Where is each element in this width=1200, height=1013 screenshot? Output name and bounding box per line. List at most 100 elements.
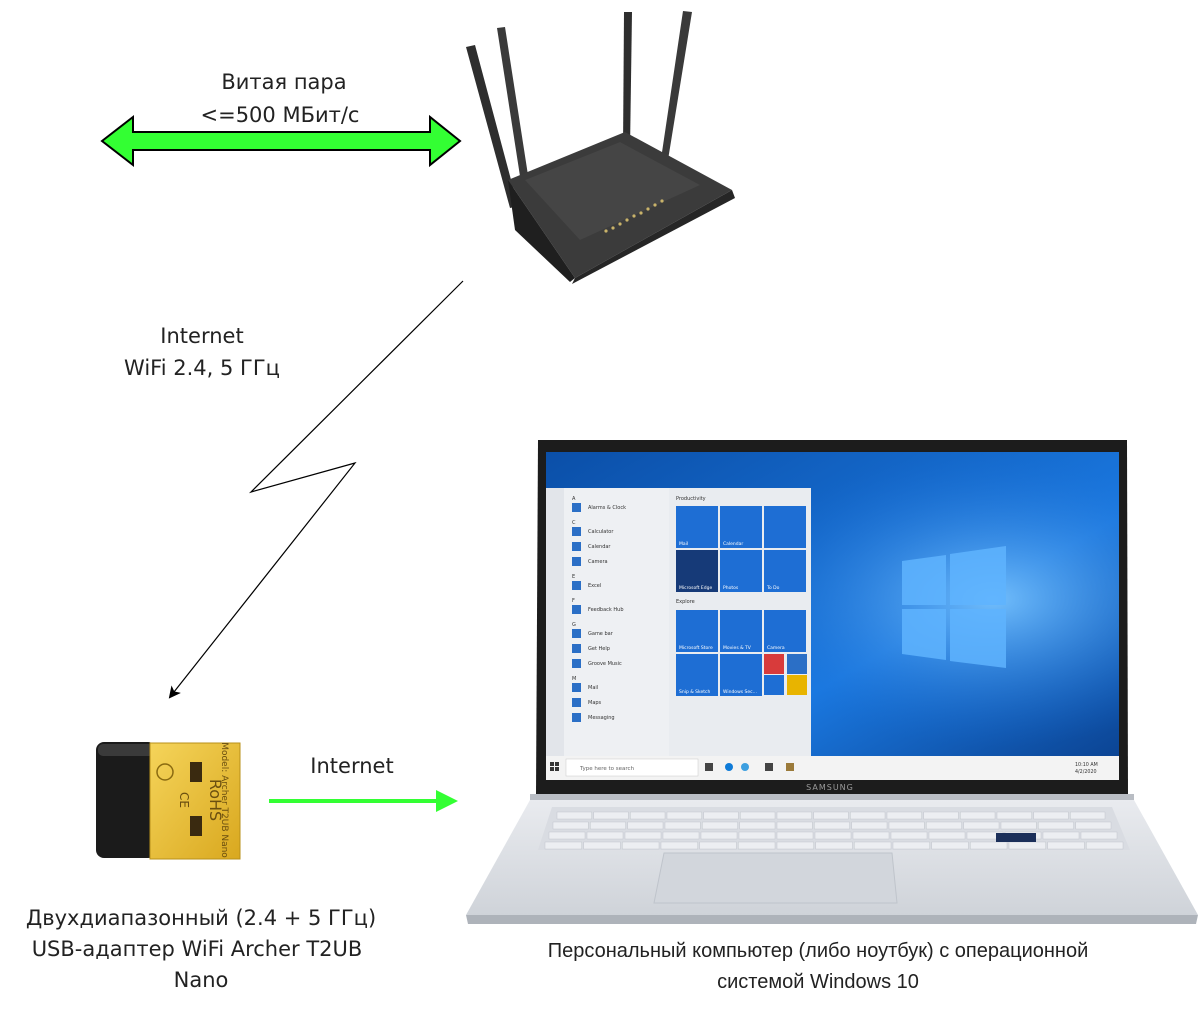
keyboard-key: [893, 842, 930, 849]
start-letter: F: [572, 598, 575, 604]
keyboard-key: [854, 842, 891, 849]
keyboard-key: [661, 842, 698, 849]
keyboard-key: [1038, 822, 1073, 829]
start-tile-label: Windows Sec...: [723, 689, 757, 695]
keyboard-key: [739, 832, 775, 839]
keyboard-key: [740, 812, 775, 819]
keyboard-key: [701, 832, 737, 839]
usb-link-label: Internet: [310, 754, 393, 778]
app-icon: [572, 557, 581, 566]
keyboard-key: [545, 842, 582, 849]
keyboard-key: [1001, 822, 1036, 829]
keyboard-key: [932, 842, 969, 849]
app-icon: [572, 683, 581, 692]
keyboard-key: [814, 822, 849, 829]
keyboard-key: [924, 812, 959, 819]
keyboard-key: [1043, 832, 1079, 839]
start-tile-small: [764, 506, 806, 548]
app-icon: [572, 605, 581, 614]
taskbar-search-placeholder: Type here to search: [579, 766, 635, 772]
keyboard-key: [587, 832, 623, 839]
laptop-brand: SAMSUNG: [806, 783, 854, 792]
start-app-item: Excel: [588, 583, 601, 589]
keyboard-key: [702, 822, 737, 829]
taskbar-date: 4/2/2020: [1075, 769, 1097, 775]
keyboard-key: [889, 822, 924, 829]
keyboard-key: [549, 832, 585, 839]
keyboard-key: [997, 812, 1032, 819]
taskbar: Type here to search 10:10 AM 4/2/2020: [546, 756, 1119, 780]
group-explore: Explore: [676, 599, 695, 605]
start-letter: A: [572, 496, 576, 502]
start-tile-small: [764, 654, 784, 674]
taskbar-time: 10:10 AM: [1075, 762, 1098, 768]
start-tile-label: Calendar: [723, 541, 743, 547]
start-app-item: Alarms & Clock: [588, 505, 626, 511]
keyboard-key: [850, 812, 885, 819]
adapter-caption-line1: Двухдиапазонный (2.4 + 5 ГГц): [26, 906, 376, 930]
keyboard-key: [553, 822, 588, 829]
app-icon: [572, 644, 581, 653]
app-icon: [572, 659, 581, 668]
keyboard-key: [970, 842, 1007, 849]
keyboard-key: [926, 822, 961, 829]
app-icon: [572, 527, 581, 536]
keyboard-key: [964, 822, 999, 829]
start-app-item: Calculator: [588, 529, 614, 535]
keyboard-key: [1076, 822, 1111, 829]
keyboard-key: [814, 812, 849, 819]
start-letter: C: [572, 520, 576, 526]
start-app-item: Get Help: [588, 646, 610, 652]
start-app-item: Groove Music: [588, 661, 622, 667]
start-tile-small: [764, 675, 784, 695]
usb-link-arrow: [269, 790, 458, 812]
keyboard-key: [704, 812, 739, 819]
keyboard-key: [815, 832, 851, 839]
keyboard-key: [1086, 842, 1123, 849]
start-app-item: Feedback Hub: [588, 607, 624, 613]
keyboard-key: [740, 822, 775, 829]
app-icon: [572, 581, 581, 590]
keyboard-key: [777, 842, 814, 849]
computer-caption-line2: системой Windows 10: [717, 971, 919, 993]
twisted-pair-label-line2: <=500 МБит/с: [201, 103, 360, 127]
keyboard-key: [665, 822, 700, 829]
start-tile-label: To Do: [766, 585, 780, 591]
start-tile-label: Microsoft Store: [679, 645, 713, 651]
keyboard-key: [960, 812, 995, 819]
keyboard-key: [1034, 812, 1069, 819]
start-tile-label: Microsoft Edge: [679, 585, 712, 591]
start-tile-label: Mail: [679, 541, 688, 547]
start-app-item: Messaging: [588, 715, 615, 721]
app-icon: [572, 698, 581, 707]
wifi-label-line2: WiFi 2.4, 5 ГГц: [124, 356, 280, 380]
usb-adapter-image: Model: Archer T2UB Nano RoHS CE: [96, 742, 240, 859]
start-app-item: Maps: [588, 700, 602, 706]
app-icon: [572, 503, 581, 512]
group-productivity: Productivity: [676, 496, 706, 502]
app-icon: [572, 713, 581, 722]
start-tile-small: [787, 675, 807, 695]
start-app-item: Mail: [588, 685, 598, 691]
adapter-print-rohs: RoHS: [206, 779, 225, 821]
keyboard-key: [630, 812, 665, 819]
app-icon: [572, 629, 581, 638]
wifi-label-line1: Internet: [160, 324, 243, 348]
keyboard-key: [625, 832, 661, 839]
keyboard-key: [584, 842, 621, 849]
router-image: [466, 11, 735, 284]
keyboard-key: [1048, 842, 1085, 849]
keyboard-key: [777, 822, 812, 829]
start-tile-label: Snip & Sketch: [679, 689, 710, 695]
start-letter: G: [572, 622, 576, 628]
keyboard-key: [663, 832, 699, 839]
twisted-pair-label-line1: Витая пара: [221, 70, 346, 94]
adapter-caption-line2: USB-адаптер WiFi Archer T2UB: [32, 937, 363, 961]
keyboard-key: [1081, 832, 1117, 839]
keyboard-key: [700, 842, 737, 849]
adapter-print-ce: CE: [177, 792, 191, 808]
keyboard-key: [891, 832, 927, 839]
start-app-item: Calendar: [588, 544, 611, 550]
